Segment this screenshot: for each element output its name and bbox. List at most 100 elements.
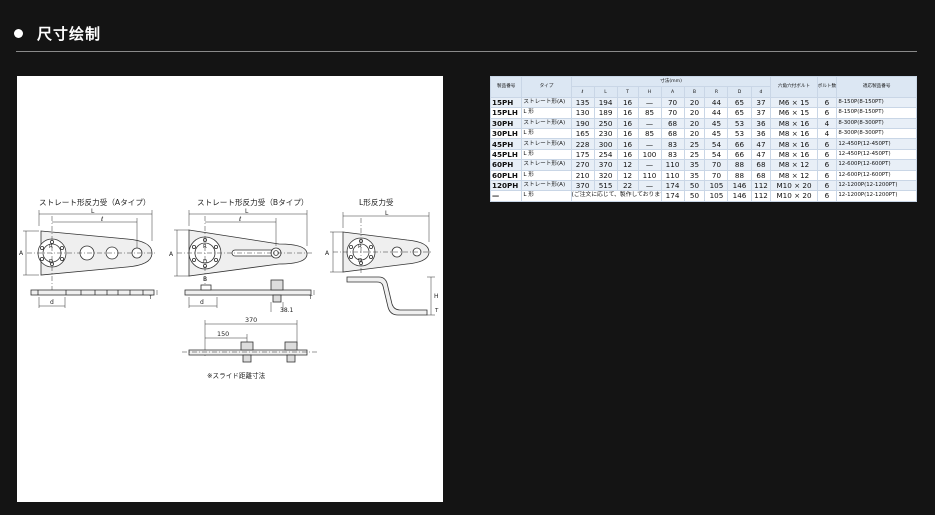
view-l-plan [333,218,433,274]
cell-dim: — [637,159,662,171]
cell-bolt: M10 × 20 [770,179,818,192]
th-dim: ℓ [570,86,595,98]
cell-dim: 50 [683,190,706,202]
cell-dim: 68 [660,127,685,140]
cell-dim: 25 [683,148,706,161]
cell-type: ストレート形(A) [521,138,572,150]
dim-label-A-a: A [19,250,24,257]
dim-label-d-a: d [50,299,54,306]
cell-chain: 12-450P(12-450PT) [836,138,917,150]
cell-dim: 175 [570,148,595,161]
section-title: 尺寸绘制 [37,24,102,43]
dim-label-B-b: B [203,276,207,283]
th-chain: 適応製品番号 [836,76,917,98]
dim-label-38-1: 38.1 [280,307,294,314]
cell-chain: 8-300P(8-300PT) [836,127,917,140]
cell-dim: 16 [616,138,639,150]
dim-label-R-a: R [49,244,53,250]
cell-dim: 300 [593,138,618,150]
cell-bolt-count: 6 [816,148,838,161]
cell-dim: 50 [683,179,706,192]
cell-bolt-count: 6 [816,169,838,181]
th-dim: A [660,86,685,98]
bullet-icon [14,28,23,38]
cell-dim: 210 [570,169,595,181]
cell-bolt: M8 × 16 [770,148,818,161]
dim-label-T-l: T [434,308,439,314]
cell-model: — [489,190,523,202]
dim-label-A-l: A [325,250,330,257]
th-model: 製品番号 [489,76,523,98]
cell-dim: 12 [616,169,639,181]
cell-chain: 12-600P(12-600PT) [836,159,917,171]
dim-label-D-b: D [203,259,207,265]
cell-bolt: M10 × 20 [770,190,818,202]
cell-model: 45PLH [489,148,523,161]
th-dim: D [727,86,752,98]
cell-dim: 35 [683,169,706,181]
dim-label-L-b: L [245,208,249,215]
th-dim: B [683,86,706,98]
view-b-title: ストレート形反力受（Bタイプ） [197,197,309,207]
cell-bolt: M8 × 16 [770,117,818,129]
cell-bolt-count: 6 [816,96,838,109]
cell-bolt: M6 × 15 [770,96,818,109]
view-b-dims [174,210,308,277]
cell-bolt-count: 4 [816,127,838,140]
cell-dim: 68 [660,117,685,129]
cell-dim: 22 [616,179,639,192]
th-dim: H [637,86,662,98]
dim-label-D-a: D [49,259,53,265]
cell-dim: 112 [750,179,772,192]
cell-dim: 16 [616,148,639,161]
view-a-plan [27,216,157,291]
cell-dim: 110 [660,169,685,181]
cell-model: 30PLH [489,127,523,140]
th-bolt-count: ボルト数 [816,76,838,98]
cell-dim: 44 [704,96,729,109]
dim-label-370: 370 [245,316,257,324]
cell-dim: — [637,138,662,150]
view-a-dims [23,210,153,276]
cell-dim: 105 [704,179,729,192]
cell-dim: 12 [616,159,639,171]
spec-table: 製品番号 タイプ 寸法(mm) 六角穴付ボルト ボルト数 適応製品番号 ℓ L … [489,75,917,202]
cell-dim: 66 [727,138,752,150]
cell-dim: 100 [637,148,662,161]
slide-distance-view [182,320,317,363]
cell-dim: 36 [750,127,772,140]
cell-bolt-count: 6 [816,159,838,171]
cell-dim: 35 [683,159,706,171]
cell-dim: 515 [593,179,618,192]
cell-model: 30PH [489,117,523,129]
cell-type: ストレート形(A) [521,117,572,129]
cell-dim: 70 [660,107,685,119]
cell-dim: 37 [750,96,772,109]
cell-dim: 16 [616,117,639,129]
cell-dim: 254 [593,148,618,161]
dim-label-150: 150 [217,330,229,338]
slide-note: ※スライド距離寸法 [207,371,266,380]
cell-dim: 110 [660,159,685,171]
cell-model: 15PLH [489,107,523,119]
cell-bolt-count: 6 [816,179,838,192]
cell-dim: 270 [570,159,595,171]
cell-model: 60PLH [489,169,523,181]
cell-dim: 54 [704,138,729,150]
cell-bolt-count: 6 [816,190,838,202]
dim-label-R-l: R [358,244,362,250]
cell-dim: 45 [704,127,729,140]
cell-dim: 54 [704,148,729,161]
cell-bolt: M8 × 16 [770,138,818,150]
cell-bolt-count: 6 [816,107,838,119]
dim-label-L-a: L [91,208,95,215]
cell-type: ストレート形(A) [521,96,572,109]
cell-type: L 形 [521,190,572,202]
cell-dim: — [637,96,662,109]
cell-bolt: M8 × 12 [770,169,818,181]
cell-dim: 20 [683,96,706,109]
